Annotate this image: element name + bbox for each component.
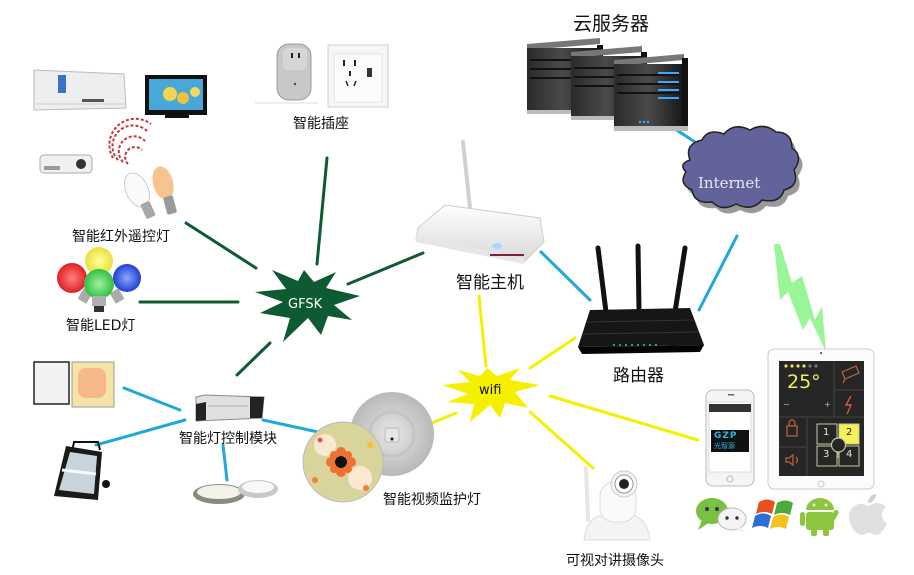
light-module-label: 智能灯控制模块 bbox=[179, 431, 277, 447]
router-icon bbox=[578, 243, 704, 354]
link-wifi-host bbox=[477, 294, 488, 368]
internet-label: Internet bbox=[698, 174, 761, 192]
floodlight-icon bbox=[54, 441, 110, 500]
tablet-temp-plus-button[interactable]: + bbox=[824, 400, 831, 409]
cloud-server-label: 云服务器 bbox=[573, 13, 650, 35]
link-module-downlight bbox=[221, 443, 229, 482]
phone-brand-sub: 光智源 bbox=[714, 442, 735, 450]
tv-icon bbox=[145, 75, 207, 118]
ir-bulbs-icon bbox=[123, 166, 177, 219]
ir-lamp-label: 智能红外遥控灯 bbox=[72, 229, 170, 245]
tablet-bulb-icon bbox=[830, 437, 847, 458]
wechat-logo-icon bbox=[696, 498, 747, 533]
link-module-videolamp bbox=[261, 418, 320, 434]
smart-socket-icon bbox=[255, 43, 389, 108]
link-gfsk-module bbox=[235, 341, 272, 377]
phone-brand-text: GZP bbox=[714, 431, 738, 441]
link-gfsk-socket bbox=[315, 156, 329, 266]
flower-icon bbox=[326, 447, 356, 477]
link-module-floodlight bbox=[94, 418, 187, 447]
router-label: 路由器 bbox=[613, 366, 664, 386]
camera-label: 可视对讲摄像头 bbox=[566, 553, 664, 569]
projector-icon bbox=[39, 154, 93, 174]
tablet-power-tile-icon bbox=[844, 395, 853, 415]
tablet-switch-3-label: 3 bbox=[823, 449, 830, 460]
led-bulbs-icon bbox=[57, 247, 141, 312]
downlights-icon bbox=[193, 480, 278, 504]
tablet-camera-tile-icon bbox=[841, 365, 860, 384]
video-lamp-label: 智能视频监护灯 bbox=[383, 492, 481, 508]
link-wifi-router bbox=[528, 336, 577, 370]
wifi-hub-label: wifi bbox=[479, 383, 502, 398]
wireless-lightning-icon bbox=[774, 244, 826, 352]
tablet-temperature: 25° bbox=[787, 371, 821, 393]
link-internet-router bbox=[697, 234, 739, 312]
gfsk-hub-icon bbox=[255, 270, 360, 342]
link-module-panel bbox=[122, 386, 182, 412]
gfsk-hub-label: GFSK bbox=[288, 297, 323, 312]
tablet-temp-minus-button[interactable]: − bbox=[783, 400, 790, 409]
cloud-server-icon bbox=[527, 38, 688, 131]
tablet-icon bbox=[767, 348, 875, 490]
server-tower-3 bbox=[614, 54, 688, 131]
windows-logo-icon bbox=[752, 499, 793, 529]
tablet-switch-4-label: 4 bbox=[846, 449, 853, 460]
panel-lights-icon bbox=[33, 361, 115, 408]
link-host-router bbox=[539, 250, 592, 302]
smart-socket-label: 智能插座 bbox=[293, 116, 349, 132]
link-wifi-mobile bbox=[548, 394, 700, 442]
sun-icons bbox=[784, 364, 818, 368]
apple-logo-icon bbox=[848, 494, 887, 535]
smart-host-icon bbox=[415, 140, 545, 264]
smartphone-icon bbox=[705, 389, 755, 487]
smart-host-label: 智能主机 bbox=[456, 273, 524, 293]
internet-cloud-icon bbox=[682, 125, 803, 214]
infrared-signal-icon bbox=[108, 117, 152, 165]
tablet-switch-1-label: 1 bbox=[823, 427, 830, 438]
ip-camera-icon bbox=[583, 466, 651, 541]
led-lamp-label: 智能LED灯 bbox=[66, 318, 136, 334]
gfsk-links bbox=[138, 156, 425, 377]
wifi-links bbox=[394, 294, 700, 470]
tablet-lock-tile-icon bbox=[786, 425, 798, 437]
tablet-switch-1[interactable] bbox=[816, 423, 838, 445]
tablet-switch-2-label: 2 bbox=[846, 427, 853, 438]
wifi-hub-icon bbox=[442, 368, 540, 422]
tablet-switch-2[interactable] bbox=[838, 423, 860, 445]
air-conditioner-icon bbox=[33, 69, 127, 111]
tablet-speaker-tile-icon bbox=[785, 453, 798, 467]
android-logo-icon bbox=[800, 498, 839, 536]
light-control-module-icon bbox=[195, 394, 265, 422]
link-wifi-camera bbox=[528, 410, 595, 470]
link-gfsk-ir-lamp bbox=[184, 221, 258, 270]
video-lamp-icon bbox=[302, 392, 434, 503]
link-gfsk-host bbox=[346, 251, 425, 286]
